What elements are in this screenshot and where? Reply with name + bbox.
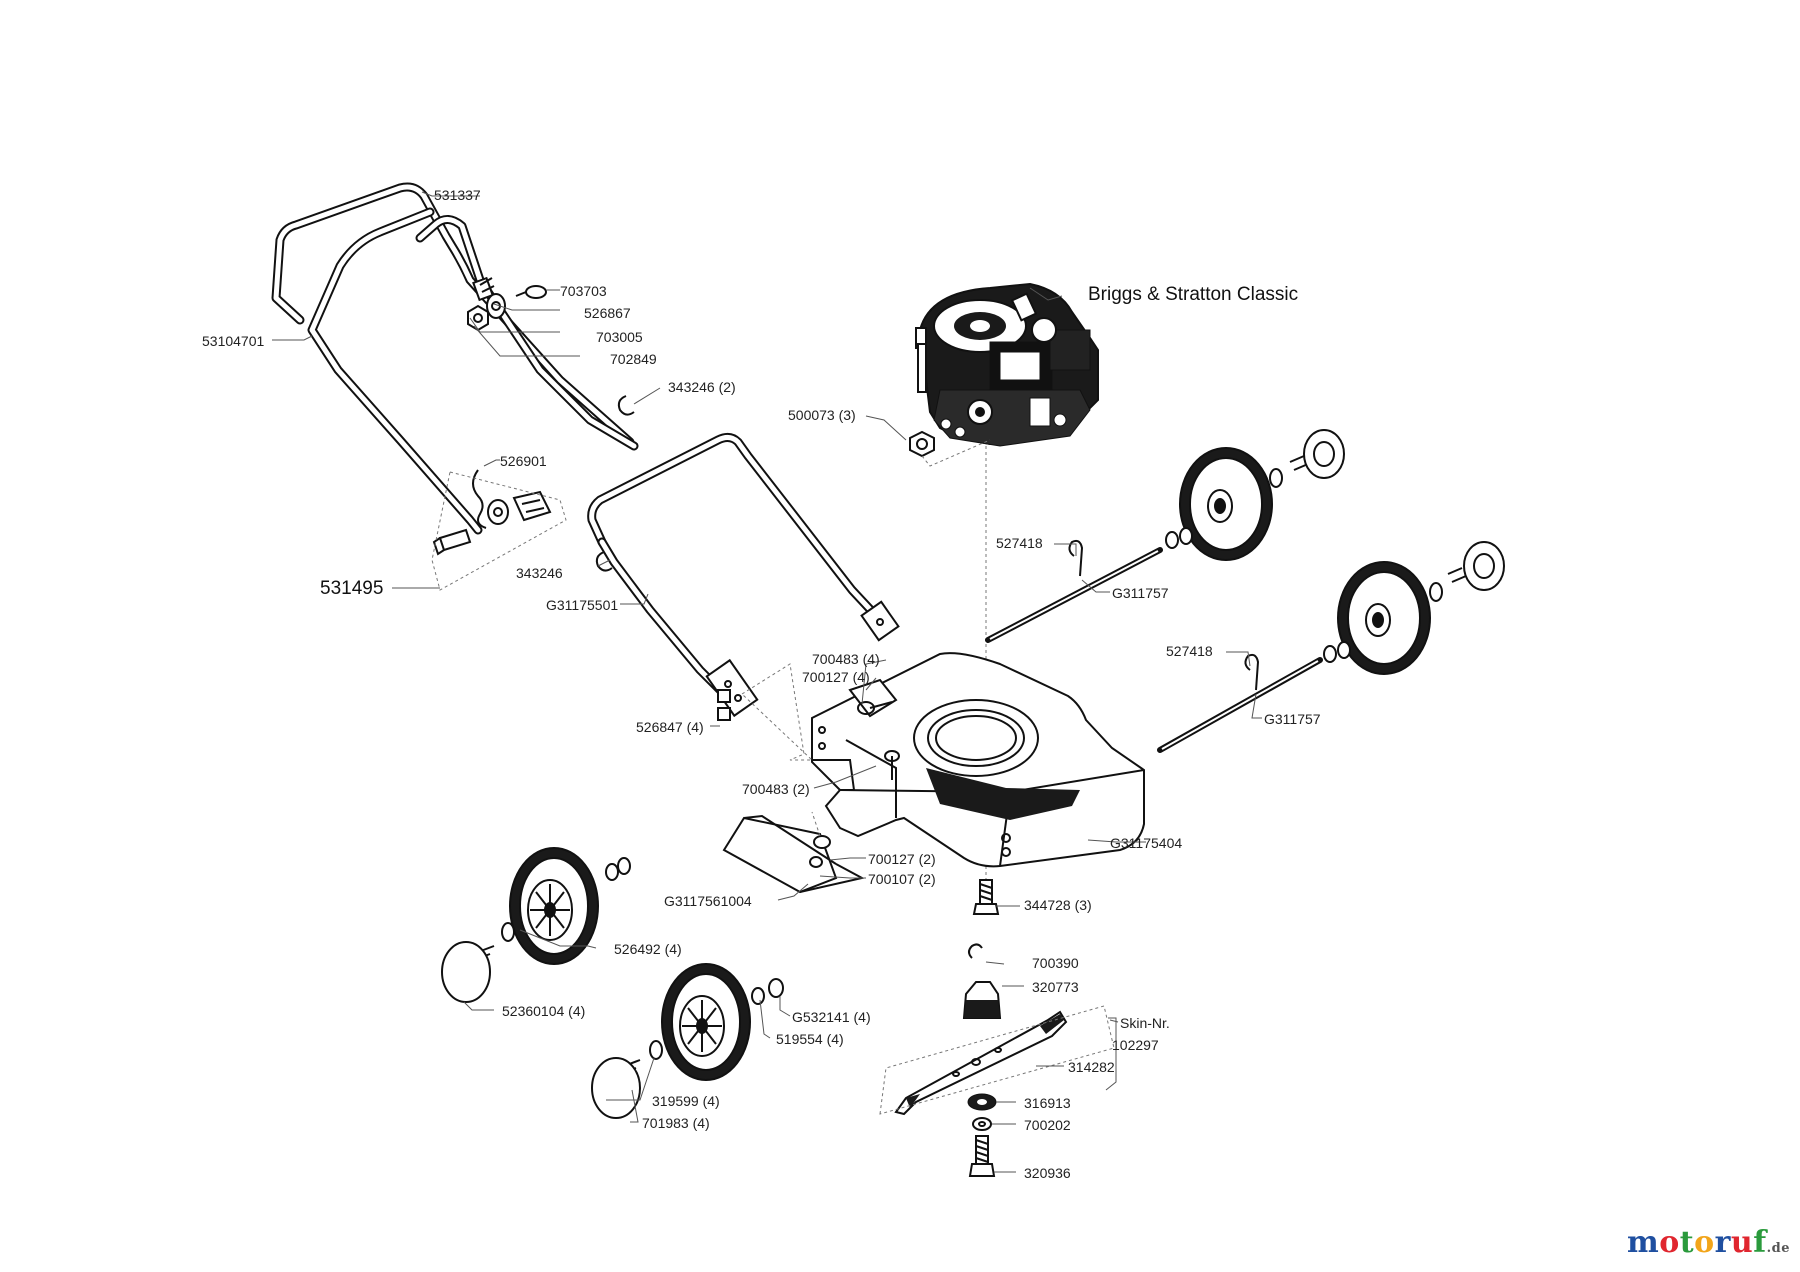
part-label: 314282: [1068, 1059, 1115, 1075]
part-label: 526867: [584, 305, 631, 321]
watermark-letter: f: [1753, 1225, 1767, 1260]
part-label: 343246: [516, 565, 563, 581]
discharge-chute: [722, 811, 865, 894]
part-label: 519554 (4): [776, 1031, 844, 1047]
part-label: G532141 (4): [792, 1009, 871, 1025]
deck-bolt: [972, 879, 1000, 915]
part-label: 701983 (4): [642, 1115, 710, 1131]
part-label: 320936: [1024, 1165, 1071, 1181]
part-label: 526901: [500, 453, 547, 469]
motoruf-watermark: motoruf.de: [1627, 1225, 1790, 1260]
part-label: 700483 (2): [742, 781, 810, 797]
part-label: 53104701: [202, 333, 265, 349]
rear-wheel-upper: [1165, 429, 1345, 561]
part-label: 531337: [434, 187, 481, 203]
quick-release-parts: [431, 469, 567, 591]
part-label: 531495: [320, 578, 383, 599]
watermark-letter: o: [1659, 1225, 1680, 1260]
engine-nut: [909, 430, 991, 467]
part-label: G3117561004: [664, 893, 752, 909]
lower-handle: [587, 432, 900, 721]
part-label: 700390: [1032, 955, 1079, 971]
watermark-letter: t: [1679, 1225, 1695, 1260]
part-label: 500073 (3): [788, 407, 856, 423]
part-label: 320773: [1032, 979, 1079, 995]
part-label: 527418: [1166, 643, 1213, 659]
part-label: 700127 (2): [868, 851, 936, 867]
rear-wheel-lower: [1323, 541, 1505, 675]
part-label: G31175501: [546, 597, 618, 613]
engine-model-label: Briggs & Stratton Classic: [1088, 284, 1298, 305]
watermark-suffix: .de: [1766, 1241, 1790, 1256]
part-label: 700127 (4): [802, 669, 870, 685]
part-label: G311757: [1112, 585, 1169, 601]
part-label: 702849: [610, 351, 657, 367]
front-wheel-lower: [591, 963, 784, 1119]
watermark-letter: r: [1714, 1225, 1731, 1260]
leader-lines: [272, 191, 1262, 1173]
part-label: 700107 (2): [868, 871, 936, 887]
part-label: 319599 (4): [652, 1093, 720, 1109]
mower-deck: [741, 652, 1145, 868]
part-label: 526847 (4): [636, 719, 704, 735]
part-label: G31175404: [1110, 835, 1182, 851]
part-label: 344728 (3): [1024, 897, 1092, 913]
rear-axle-upper: [985, 539, 1163, 643]
part-label: 102297: [1112, 1037, 1159, 1053]
part-label: Skin-Nr.: [1120, 1015, 1170, 1031]
watermark-letter: o: [1694, 1225, 1715, 1260]
rear-axle-lower: [1157, 653, 1323, 753]
clip-upper: [617, 395, 635, 416]
part-label: 700202: [1024, 1117, 1071, 1133]
part-label: 703005: [596, 329, 643, 345]
part-label: 526492 (4): [614, 941, 682, 957]
upper-handle: [271, 182, 639, 535]
handle-knob-parts: [467, 276, 547, 332]
part-label: 527418: [996, 535, 1043, 551]
watermark-letter: u: [1730, 1225, 1754, 1260]
engine: [915, 282, 1099, 447]
part-label: 316913: [1024, 1095, 1071, 1111]
part-label: 52360104 (4): [502, 1003, 585, 1019]
part-label: 343246 (2): [668, 379, 736, 395]
front-wheel-upper: [441, 847, 631, 1003]
blade-assembly: [879, 943, 1115, 1177]
part-label: 700483 (4): [812, 651, 880, 667]
watermark-letter: m: [1626, 1225, 1660, 1260]
part-label: 703703: [560, 283, 607, 299]
part-label: G311757: [1264, 711, 1321, 727]
